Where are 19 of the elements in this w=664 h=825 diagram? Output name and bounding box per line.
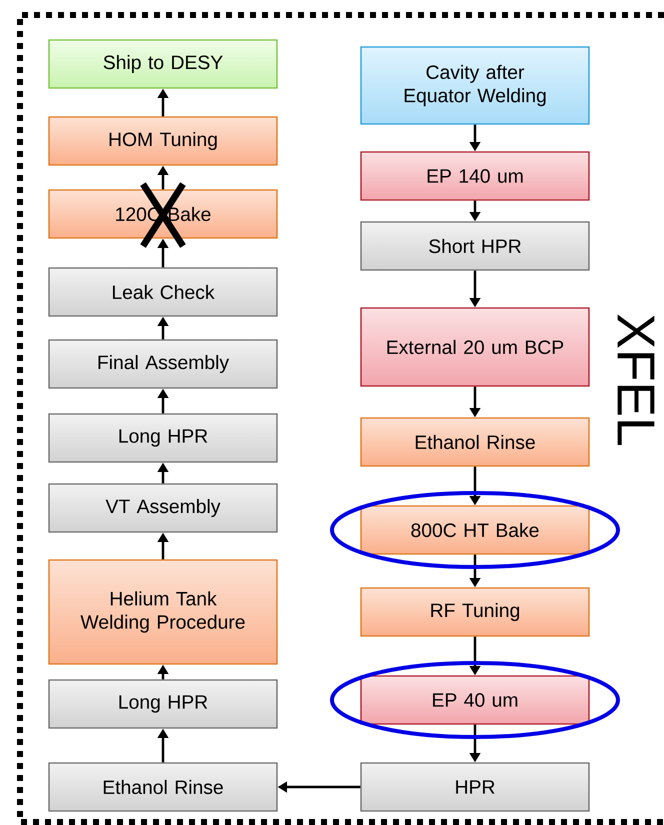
process-box: Short HPR [360,221,590,271]
process-box: Long HPR [48,413,278,463]
process-box: VT Assembly [48,483,278,533]
process-box: HOM Tuning [48,116,278,166]
process-box: Ethanol Rinse [48,762,278,812]
process-box: Helium Tank Welding Procedure [48,559,278,665]
process-box: External 20 um BCP [360,307,590,387]
process-box: HPR [360,762,590,812]
process-box: Cavity after Equator Welding [360,46,590,125]
process-box: 800C HT Bake [360,505,590,555]
process-box: Ethanol Rinse [360,417,590,467]
process-box: Ship to DESY [48,39,278,89]
process-box: Final Assembly [48,339,278,389]
process-box: EP 40 um [360,675,590,725]
vertical-label: XFEL [618,314,654,445]
process-box: Long HPR [48,679,278,729]
process-box: EP 140 um [360,151,590,201]
process-box: RF Tuning [360,587,590,637]
process-box: Leak Check [48,267,278,317]
